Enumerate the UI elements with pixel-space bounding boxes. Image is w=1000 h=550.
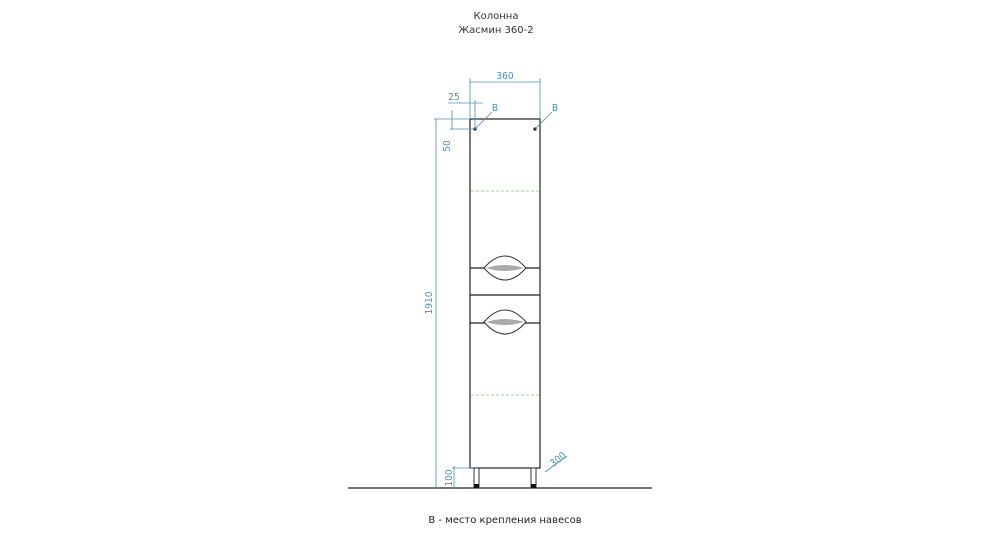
leg: [530, 467, 537, 489]
offset-x-dimension: 25: [448, 92, 459, 103]
drawing-subtitle: Жасмин 360-2: [458, 25, 534, 36]
width-dimension: 360: [496, 71, 513, 82]
drawing-title: Колонна: [473, 11, 519, 22]
cabinet-body: [469, 118, 541, 469]
leg: [473, 467, 480, 489]
leg-height-dimension: 100: [444, 469, 455, 486]
legend-note: B - место крепления навесов: [428, 515, 582, 526]
handle-icon: [483, 309, 527, 335]
handle-icon: [483, 255, 527, 281]
mount-label-left: B: [492, 103, 498, 114]
depth-dimension: 300: [548, 450, 569, 469]
height-dimension: 1910: [424, 291, 435, 314]
offset-y-dimension: 50: [442, 140, 453, 152]
mount-label-right: B: [552, 103, 558, 114]
